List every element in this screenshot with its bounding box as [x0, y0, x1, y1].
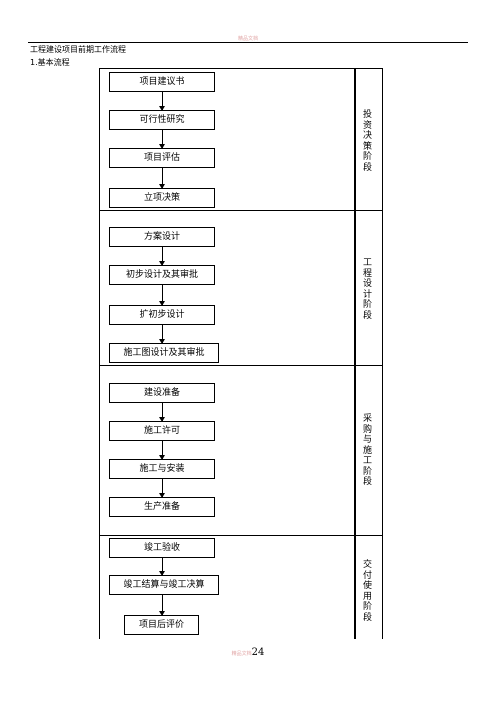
flow-arrow	[159, 285, 165, 306]
phase-label-text: 采购与施工阶段	[362, 414, 372, 487]
flow-arrow	[159, 168, 165, 189]
phase-label-investment: 投资决策阶段	[354, 110, 381, 173]
phase-label-procurement: 采购与施工阶段	[354, 414, 381, 488]
step-project-evaluation: 项目评估	[109, 148, 215, 168]
step-final-settlement: 竣工结算与竣工决算	[109, 575, 219, 595]
step-scheme-design: 方案设计	[109, 227, 215, 247]
flow-arrow	[159, 92, 165, 111]
flow-arrow	[159, 558, 165, 576]
flow-arrow	[159, 479, 165, 498]
step-feasibility-study: 可行性研究	[109, 110, 215, 130]
phase-label-text: 工程设计阶段	[362, 258, 372, 321]
flow-arrow	[159, 403, 165, 422]
step-construction-permit: 施工许可	[109, 421, 215, 441]
step-extended-design: 扩初步设计	[109, 305, 215, 325]
step-production-prep: 生产准备	[109, 497, 215, 517]
phase-divider-1	[99, 210, 382, 211]
step-post-evaluation: 项目后评价	[124, 615, 199, 635]
step-completion-acceptance: 竣工验收	[109, 538, 215, 558]
phase-label-text: 投资决策阶段	[362, 110, 372, 173]
phase-label-text: 交付使用阶段	[362, 560, 372, 623]
section-subtitle: 1.基本流程	[30, 58, 70, 67]
flowchart-frame	[99, 68, 356, 639]
step-approval-decision: 立项决策	[109, 188, 215, 208]
flow-arrow	[159, 247, 165, 266]
document-title: 工程建设项目前期工作流程	[30, 45, 126, 54]
step-construction-prep: 建设准备	[109, 383, 215, 403]
phase-divider-2	[99, 365, 382, 366]
header-rule	[28, 42, 468, 43]
page-number: 24	[251, 647, 265, 658]
flow-arrow	[159, 441, 165, 460]
flow-arrow	[159, 595, 165, 616]
page-footer: 精品文档24	[0, 647, 496, 658]
step-preliminary-design: 初步设计及其审批	[109, 265, 215, 285]
page-header-mark: 精品文档	[237, 36, 258, 42]
flow-arrow	[159, 130, 165, 149]
flow-arrow	[159, 325, 165, 344]
phase-label-design: 工程设计阶段	[354, 258, 381, 321]
phase-column	[354, 68, 383, 639]
phase-label-delivery: 交付使用阶段	[354, 560, 381, 623]
step-construction-drawing: 施工图设计及其审批	[109, 343, 219, 363]
footer-mark: 精品文档	[231, 651, 252, 657]
phase-divider-3	[99, 535, 382, 536]
step-construction-install: 施工与安装	[109, 459, 215, 479]
step-project-proposal: 项目建议书	[109, 72, 215, 92]
